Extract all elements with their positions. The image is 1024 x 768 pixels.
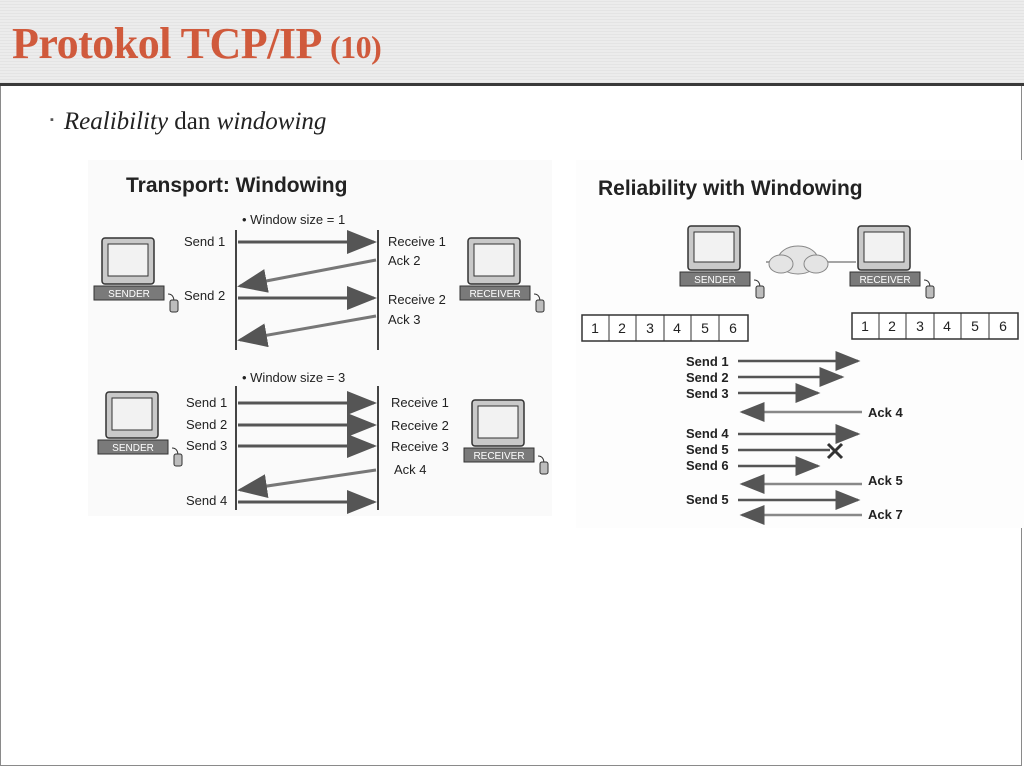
reliability-windowing-figure: Reliability with Windowing SENDER RECEIV… (576, 160, 1024, 528)
send-6-label-right: Send 6 (686, 458, 729, 473)
receiver-computer-icon: RECEIVER (459, 237, 545, 313)
send-2-label: Send 2 (184, 288, 225, 303)
send-2-label-b: Send 2 (186, 417, 227, 432)
ack-3-label: Ack 3 (388, 312, 421, 327)
title-bar: Protokol TCP/IP (10) (0, 0, 1024, 86)
sender-computer-icon-2: SENDER (97, 391, 183, 467)
receiver-label-2: RECEIVER (473, 451, 524, 462)
packet-lost-x-icon (826, 442, 844, 460)
receive-3-label-b: Receive 3 (391, 439, 449, 454)
send-4-label-right: Send 4 (686, 426, 729, 441)
send-5-label-right: Send 5 (686, 442, 729, 457)
ack-3-arrow (237, 314, 377, 348)
reliability-windowing-diagram: Reliability with Windowing SENDER RECEIV… (581, 177, 1019, 525)
ack-4-arrow-b (237, 468, 377, 498)
window-size-3-label: • Window size = 3 (242, 370, 345, 385)
sender-buffer-cell-3: 3 (646, 320, 654, 336)
slide-title-number: (10) (329, 29, 382, 65)
receiver-label-right: RECEIVER (859, 275, 910, 286)
receiver-label: RECEIVER (469, 289, 520, 300)
receiver-buffer: 1 2 3 4 5 6 (851, 312, 1019, 340)
send-4-label-b: Send 4 (186, 493, 227, 508)
sender-buffer-cell-2: 2 (618, 320, 626, 336)
bullet-text-windowing: windowing (216, 108, 327, 135)
receiver-buffer-cell-3: 3 (916, 318, 924, 334)
receiver-computer-icon-right: RECEIVER (849, 225, 935, 299)
send-1-label-b: Send 1 (186, 395, 227, 410)
sender-buffer-cell-6: 6 (729, 320, 737, 336)
bullet-text-dan: dan (168, 108, 217, 135)
cloud-icon (768, 245, 829, 275)
ack-4-label-b: Ack 4 (394, 462, 427, 477)
sender-buffer: 1 2 3 4 5 6 (581, 314, 749, 342)
receiver-buffer-cell-2: 2 (888, 318, 896, 334)
send-2-label-right: Send 2 (686, 370, 729, 385)
receiver-buffer-cell-5: 5 (971, 318, 979, 334)
ack-2-label: Ack 2 (388, 253, 421, 268)
window-size-1-label: • Window size = 1 (242, 212, 345, 227)
receiver-buffer-cell-6: 6 (999, 318, 1007, 334)
ack-7-label-right: Ack 7 (868, 507, 903, 522)
receiver-buffer-cell-1: 1 (861, 318, 869, 334)
receive-2-label-b: Receive 2 (391, 418, 449, 433)
ack-2-arrow (237, 258, 377, 293)
transport-windowing-diagram: Transport: Windowing • Window size = 1 S… (93, 174, 549, 514)
left-figure-title: Transport: Windowing (126, 174, 347, 197)
ack-4-label-right: Ack 4 (868, 405, 903, 420)
sender-buffer-cell-1: 1 (591, 320, 599, 336)
sender-label-2: SENDER (112, 443, 154, 454)
send-3-label-b: Send 3 (186, 438, 227, 453)
bullet-text-realibility: Realibility (63, 108, 169, 135)
receive-1-label: Receive 1 (388, 234, 446, 249)
bullet-marker: ▪ (50, 114, 54, 126)
receiver-computer-icon-2: RECEIVER (463, 399, 549, 475)
slide-title-text: Protokol TCP/IP (12, 19, 320, 68)
transport-windowing-figure: Transport: Windowing • Window size = 1 S… (88, 160, 552, 516)
sender-computer-icon: SENDER (93, 237, 179, 313)
sender-label: SENDER (108, 289, 150, 300)
send-1-label: Send 1 (184, 234, 225, 249)
send-5-retry-label-right: Send 5 (686, 492, 729, 507)
receiver-buffer-cell-4: 4 (943, 318, 951, 334)
receive-2-label: Receive 2 (388, 292, 446, 307)
sender-buffer-cell-4: 4 (673, 320, 681, 336)
sender-computer-icon-right: SENDER (679, 225, 765, 299)
right-figure-title: Reliability with Windowing (598, 177, 863, 200)
send-3-label-right: Send 3 (686, 386, 729, 401)
receive-1-label-b: Receive 1 (391, 395, 449, 410)
sender-label-right: SENDER (694, 275, 736, 286)
ack-5-label-right: Ack 5 (868, 473, 903, 488)
bullet-item: ▪ Realibility dan windowing (50, 108, 326, 136)
send-1-label-right: Send 1 (686, 354, 729, 369)
sender-buffer-cell-5: 5 (701, 320, 709, 336)
slide-title: Protokol TCP/IP (10) (12, 16, 382, 75)
